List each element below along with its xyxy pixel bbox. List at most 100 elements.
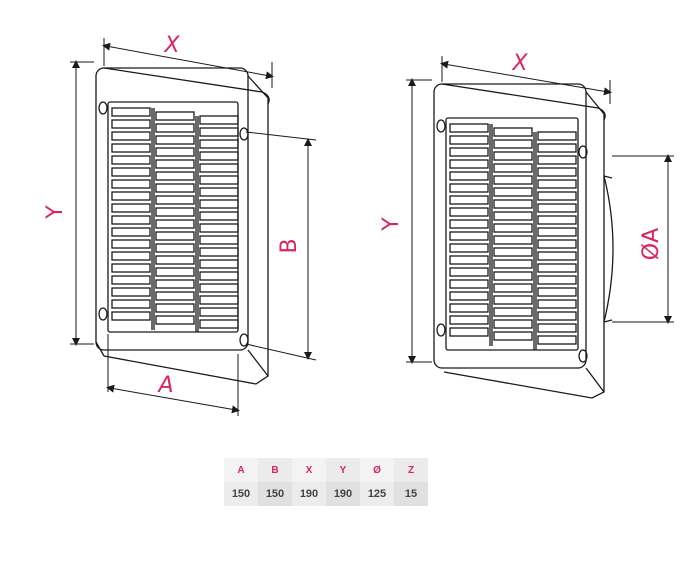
- louver-slat: [537, 203, 577, 213]
- louver-slat: [449, 135, 489, 145]
- louver-slat: [537, 251, 577, 261]
- louver-slat: [493, 151, 533, 161]
- louver-slat: [111, 203, 151, 213]
- left-a-label: A: [156, 373, 173, 398]
- value-cell-b: 150: [258, 482, 292, 506]
- right-louver-slats: [449, 123, 577, 345]
- louver-slat: [537, 275, 577, 285]
- louver-slat: [199, 247, 239, 257]
- louver-slat: [155, 231, 195, 241]
- louver-slat: [449, 123, 489, 133]
- dimensions-value-row: 150 150 190 190 125 15: [224, 482, 428, 506]
- louver-slat: [155, 243, 195, 253]
- louver-slat: [493, 163, 533, 173]
- louver-slat: [449, 255, 489, 265]
- louver-slat: [155, 111, 195, 121]
- left-x-label: X: [163, 33, 180, 58]
- louver-slat: [493, 199, 533, 209]
- left-dimensions: [70, 38, 317, 416]
- right-screw-hole-bl: [436, 323, 446, 337]
- louver-slat: [199, 175, 239, 185]
- louver-slat: [537, 215, 577, 225]
- louver-slat: [155, 147, 195, 157]
- louver-slat: [199, 163, 239, 173]
- louver-slat: [111, 239, 151, 249]
- right-grille: [433, 83, 614, 399]
- value-cell-z: 15: [394, 482, 428, 506]
- header-cell-x: X: [292, 458, 326, 482]
- louver-slat: [111, 275, 151, 285]
- louver-slat: [111, 155, 151, 165]
- louver-slat: [111, 227, 151, 237]
- value-cell-diameter: 125: [360, 482, 394, 506]
- louver-slat: [199, 187, 239, 197]
- left-grille: [95, 67, 270, 385]
- louver-slat: [155, 123, 195, 133]
- louver-slat: [537, 299, 577, 309]
- header-cell-diameter: Ø: [360, 458, 394, 482]
- louver-slat: [493, 187, 533, 197]
- right-dimensions: [406, 56, 674, 364]
- louver-slat: [111, 167, 151, 177]
- left-frame-depth: [103, 75, 269, 385]
- louver-slat: [199, 151, 239, 161]
- louver-slat: [199, 271, 239, 281]
- louver-slat: [111, 179, 151, 189]
- louver-slat: [537, 323, 577, 333]
- louver-slat: [493, 283, 533, 293]
- louver-slat: [155, 183, 195, 193]
- louver-slat: [493, 247, 533, 257]
- louver-slat: [449, 219, 489, 229]
- louver-slat: [155, 291, 195, 301]
- louver-slat: [449, 147, 489, 157]
- louver-slat: [155, 135, 195, 145]
- header-cell-b: B: [258, 458, 292, 482]
- dimensions-table: A B X Y Ø Z 150 150 190 190 125 15: [224, 458, 428, 506]
- louver-slat: [199, 295, 239, 305]
- left-louver-slats: [111, 107, 239, 329]
- right-x-label: X: [511, 51, 528, 76]
- louver-slat: [449, 207, 489, 217]
- louver-slat: [537, 155, 577, 165]
- right-spigot: [603, 175, 614, 323]
- louver-slat: [449, 183, 489, 193]
- louver-slat: [111, 215, 151, 225]
- right-screw-hole-tr: [578, 145, 588, 159]
- louver-slat: [537, 167, 577, 177]
- louver-slat: [111, 191, 151, 201]
- louver-slat: [155, 171, 195, 181]
- louver-slat: [155, 255, 195, 265]
- right-frame-outer: [433, 83, 587, 369]
- value-cell-x: 190: [292, 482, 326, 506]
- louver-slat: [537, 239, 577, 249]
- value-cell-y: 190: [326, 482, 360, 506]
- louver-slat: [493, 307, 533, 317]
- dimensions-header-row: A B X Y Ø Z: [224, 458, 428, 482]
- louver-slat: [449, 231, 489, 241]
- louver-slat: [537, 191, 577, 201]
- louver-slat: [111, 299, 151, 309]
- louver-slat: [155, 267, 195, 277]
- louver-slat: [111, 287, 151, 297]
- louver-slat: [493, 331, 533, 341]
- louver-slat: [493, 223, 533, 233]
- louver-slat: [111, 263, 151, 273]
- louver-slat: [449, 279, 489, 289]
- right-screw-hole-tl: [436, 119, 446, 133]
- louver-slat: [449, 327, 489, 337]
- left-y-label: Y: [43, 205, 68, 220]
- louver-slat: [449, 195, 489, 205]
- louver-slat: [493, 271, 533, 281]
- value-cell-a: 150: [224, 482, 258, 506]
- left-screw-hole-tr: [239, 127, 249, 141]
- louver-slat: [199, 235, 239, 245]
- louver-slat: [493, 295, 533, 305]
- louver-slat: [493, 259, 533, 269]
- louver-slat: [537, 131, 577, 141]
- louver-slat: [199, 223, 239, 233]
- louver-slat: [449, 291, 489, 301]
- louver-slat: [493, 139, 533, 149]
- left-screw-hole-bl: [98, 307, 108, 321]
- right-frame-inner: [445, 117, 579, 351]
